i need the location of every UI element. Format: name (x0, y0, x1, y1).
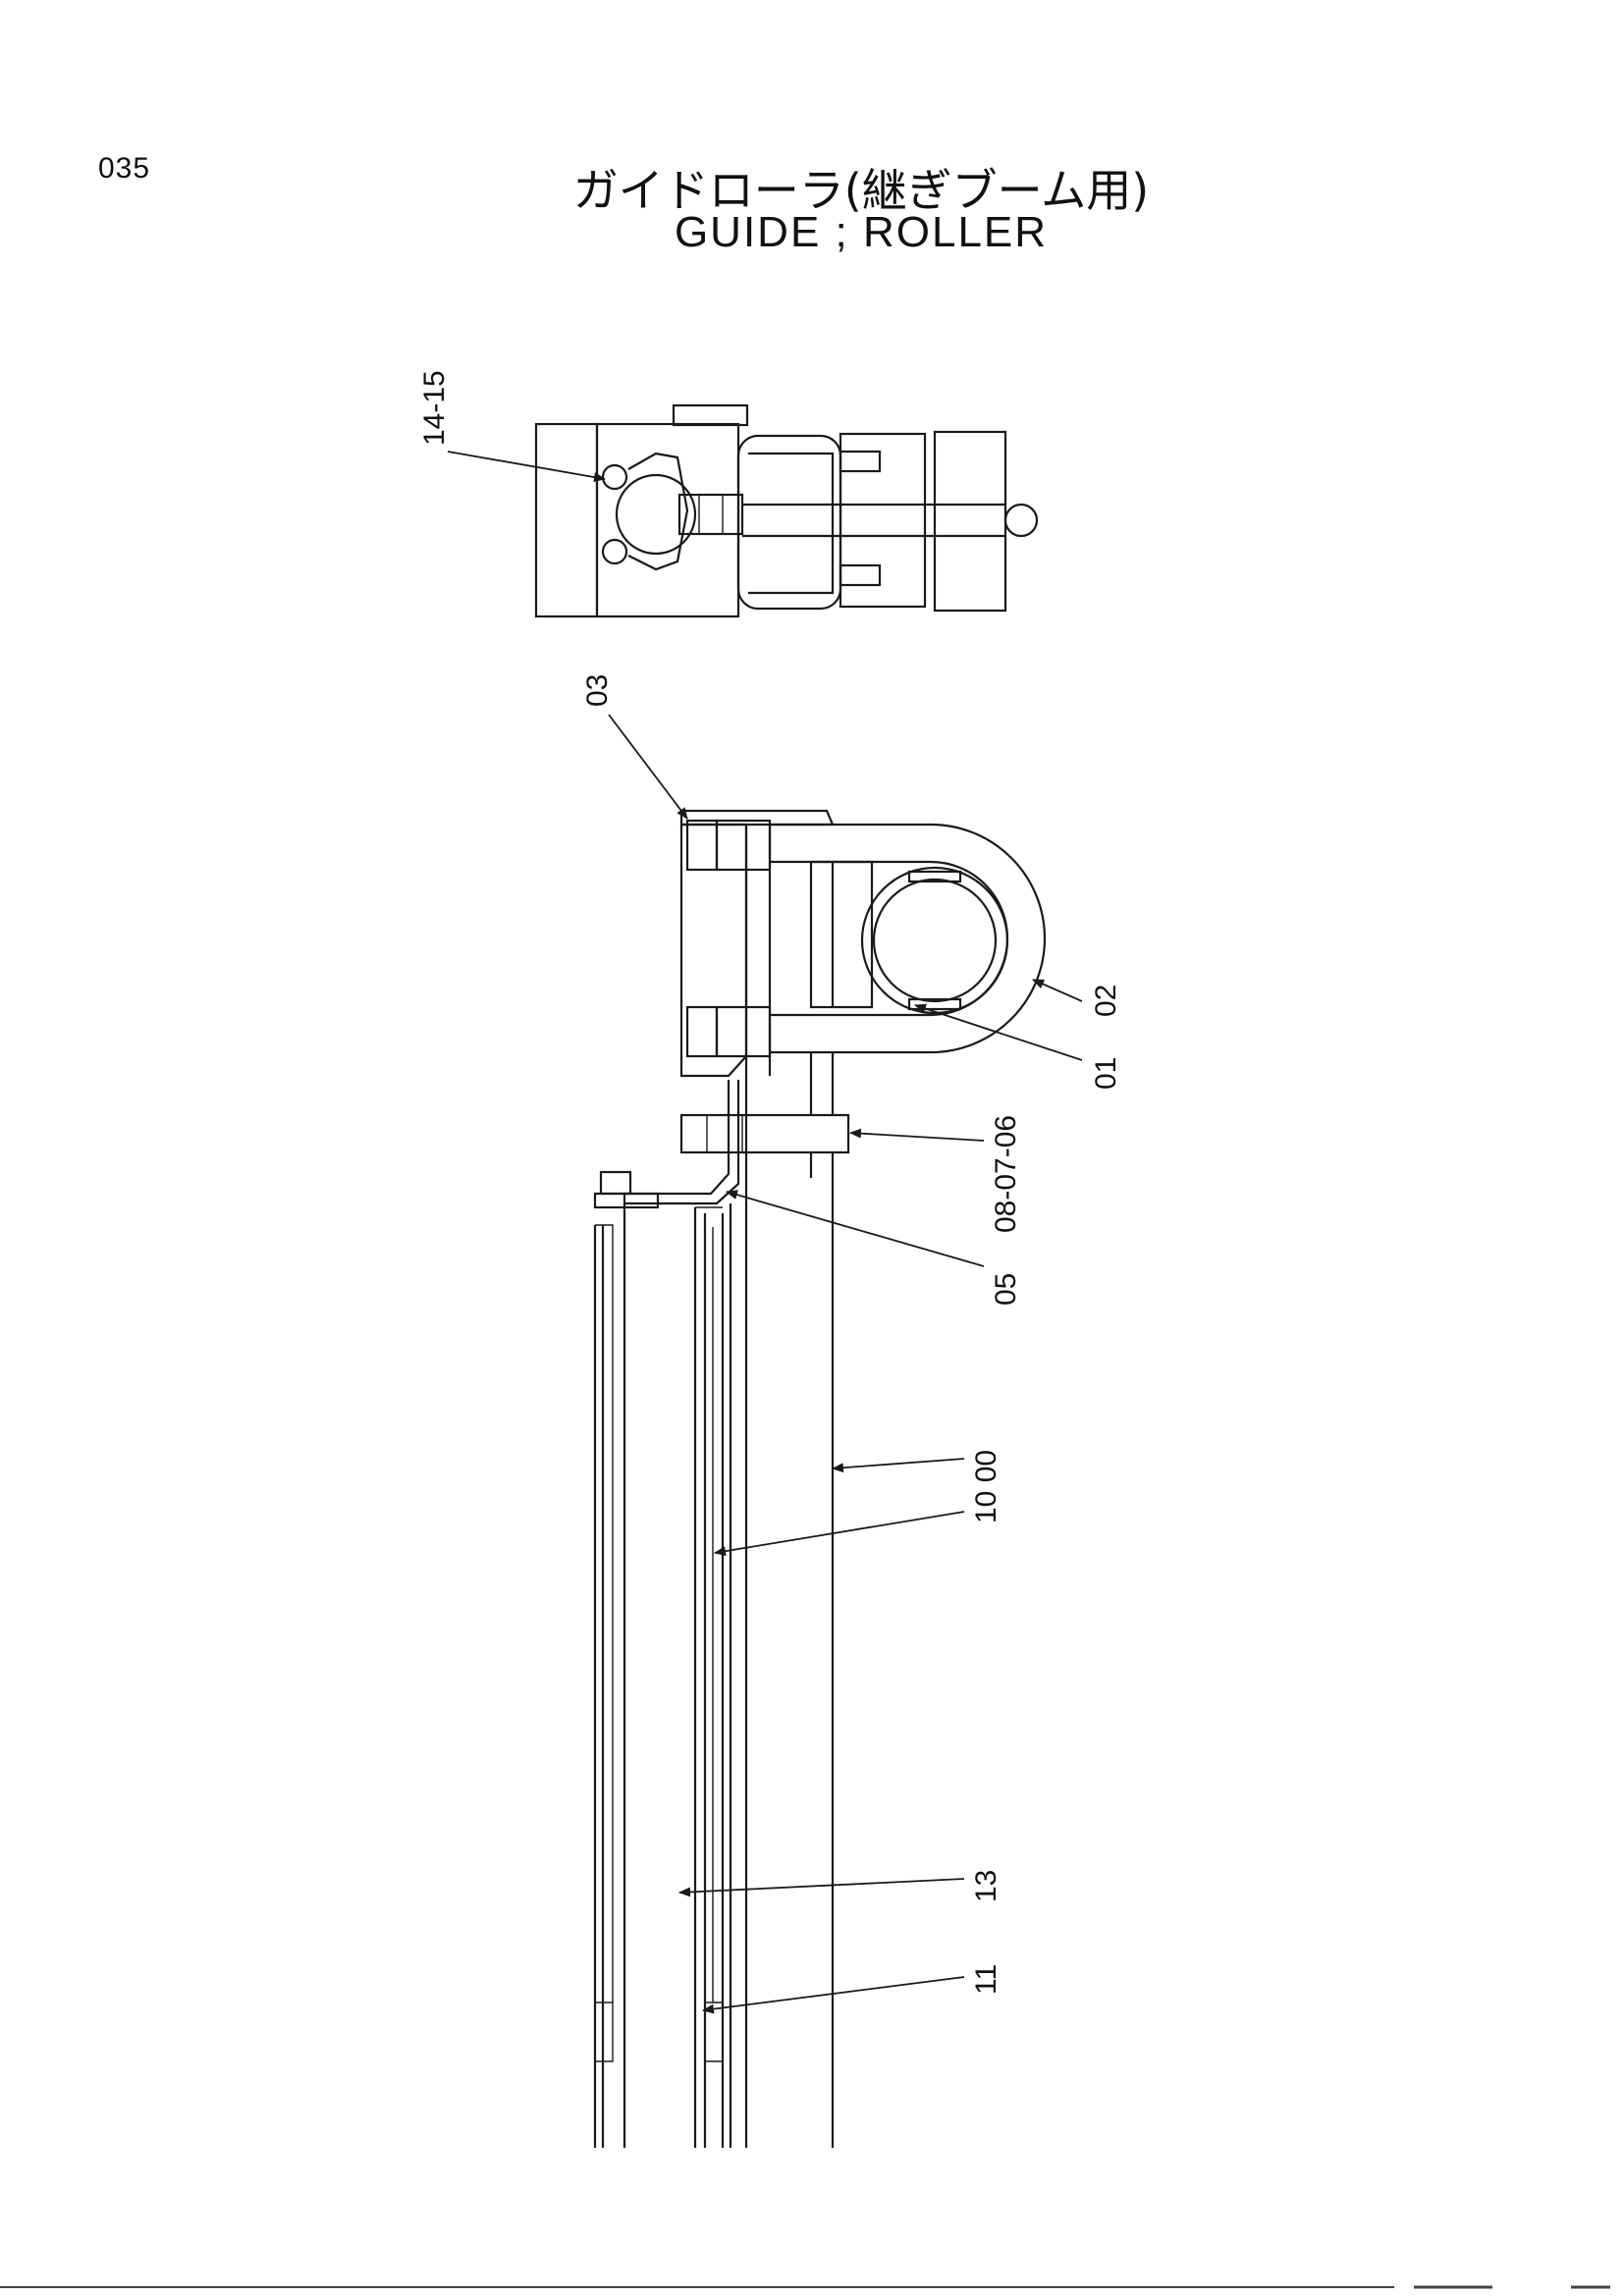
roller-key-top (907, 870, 962, 883)
callout-08-07-06: 08-07-06 (990, 1115, 1022, 1233)
callout-14-15: 14-15 (418, 370, 451, 446)
bolt-hole-lower (601, 538, 628, 565)
side-view-assembly (593, 809, 1047, 2148)
side-lower-bolt-right (715, 1005, 772, 1058)
leader-01 (914, 1003, 1083, 1061)
angle-plate (623, 1080, 740, 1205)
side-lower-bolt-left (685, 1005, 719, 1058)
callout-11: 11 (970, 1964, 1002, 1995)
top-roller-lug-lower (839, 563, 882, 587)
top-pin-rod (677, 493, 744, 536)
side-top-cap (679, 809, 835, 827)
leader-13 (678, 1878, 965, 1897)
title-english: GUIDE ; ROLLER (674, 208, 1049, 256)
side-bracket-plate (679, 823, 748, 1078)
callout-13: 13 (970, 1870, 1002, 1902)
top-wedge-plate (627, 452, 689, 571)
callout-03: 03 (581, 674, 614, 707)
leader-14-15 (447, 451, 606, 483)
top-roller-lug-upper (839, 450, 882, 473)
side-upper-bolt-left (685, 819, 719, 872)
top-bracket-body (595, 422, 740, 618)
top-housing-inner (748, 452, 835, 595)
top-roller-frame (839, 432, 927, 609)
leader-02 (1032, 979, 1083, 1002)
callout-10-00: 10 00 (970, 1450, 1002, 1523)
roller-inner (872, 878, 998, 1003)
callout-05: 05 (990, 1273, 1022, 1306)
leader-03 (608, 714, 688, 820)
leader-08-07-06 (849, 1128, 985, 1142)
top-pivot-boss (615, 473, 697, 556)
boom-top-bolt-head (599, 1170, 632, 1196)
callout-01: 01 (1090, 1057, 1122, 1090)
u-link-outer (770, 823, 1047, 1054)
leader-lines (447, 451, 1083, 2014)
title-japanese: ガイドローラ(継ぎブーム用) (572, 164, 1150, 217)
side-upper-bolt-right (715, 819, 772, 872)
callout-labels: 14-15 03 02 01 08-07-06 05 10 00 13 11 (418, 370, 1122, 1995)
boom-top-bolt-base (593, 1192, 660, 1209)
pin-bolt-group (679, 1113, 850, 1154)
roller-key-bottom (907, 997, 962, 1011)
page-number: 035 (98, 152, 151, 185)
roller-outer (860, 866, 1009, 1015)
leader-00 (832, 1458, 965, 1473)
top-cap-plate (672, 403, 749, 427)
top-roller-end (933, 430, 1007, 613)
top-axis-end (1003, 503, 1039, 538)
bolt-hole-upper (601, 463, 628, 491)
top-view-assembly (534, 403, 1039, 618)
top-housing (736, 434, 842, 611)
callout-02: 02 (1090, 985, 1122, 1017)
top-left-block (534, 422, 599, 618)
leader-10 (714, 1511, 965, 1557)
leader-05 (726, 1190, 985, 1267)
side-spacer (809, 860, 835, 1009)
side-spacer-inner (833, 860, 874, 1009)
leader-11 (702, 1976, 965, 2014)
